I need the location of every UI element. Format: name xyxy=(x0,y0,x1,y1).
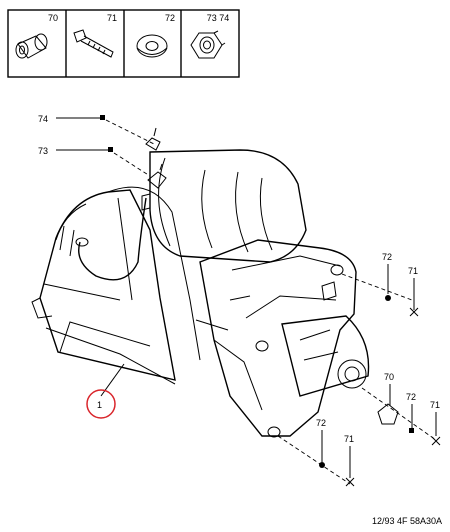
nut-73-marker xyxy=(108,147,113,152)
callout-labels: 74 73 1 72 71 70 72 71 72 71 xyxy=(38,114,440,444)
parts-strip: 70 71 72 xyxy=(7,9,240,78)
part-code-73-74: 73 74 xyxy=(207,13,230,23)
bolt-icon xyxy=(73,29,114,58)
nut-74-marker xyxy=(100,115,105,120)
diagram-reference-code: 12/93 4F 58A30A xyxy=(372,516,442,526)
callout-72-middle[interactable]: 72 xyxy=(406,392,416,402)
bushing-icon xyxy=(15,33,48,59)
parts-cell-71[interactable]: 71 xyxy=(73,13,117,58)
nut-icon xyxy=(190,30,226,59)
callout-71-lower[interactable]: 71 xyxy=(344,434,354,444)
part-code-71: 71 xyxy=(107,13,117,23)
callout-70[interactable]: 70 xyxy=(384,372,394,382)
callout-73[interactable]: 73 xyxy=(38,146,48,156)
parts-cell-72[interactable]: 72 xyxy=(136,13,175,58)
callout-72-lower[interactable]: 72 xyxy=(316,418,326,428)
washer-72-marker-b xyxy=(409,428,414,433)
starter-motor xyxy=(31,127,370,438)
washer-icon xyxy=(136,34,168,58)
part-code-72: 72 xyxy=(165,13,175,23)
parts-cell-70[interactable]: 70 xyxy=(15,13,58,59)
callout-71-middle[interactable]: 71 xyxy=(430,400,440,410)
washer-72-marker-a xyxy=(385,295,391,301)
part-code-70: 70 xyxy=(48,13,58,23)
assembly-lines xyxy=(56,115,441,487)
washer-72-marker-c xyxy=(319,462,325,468)
part-1-highlight-circle[interactable] xyxy=(86,389,116,419)
callout-72-upper[interactable]: 72 xyxy=(382,252,392,262)
callout-74[interactable]: 74 xyxy=(38,114,48,124)
parts-cell-73-74[interactable]: 73 74 xyxy=(190,13,230,59)
callout-1[interactable]: 1 xyxy=(97,400,102,410)
callout-71-upper[interactable]: 71 xyxy=(408,266,418,276)
